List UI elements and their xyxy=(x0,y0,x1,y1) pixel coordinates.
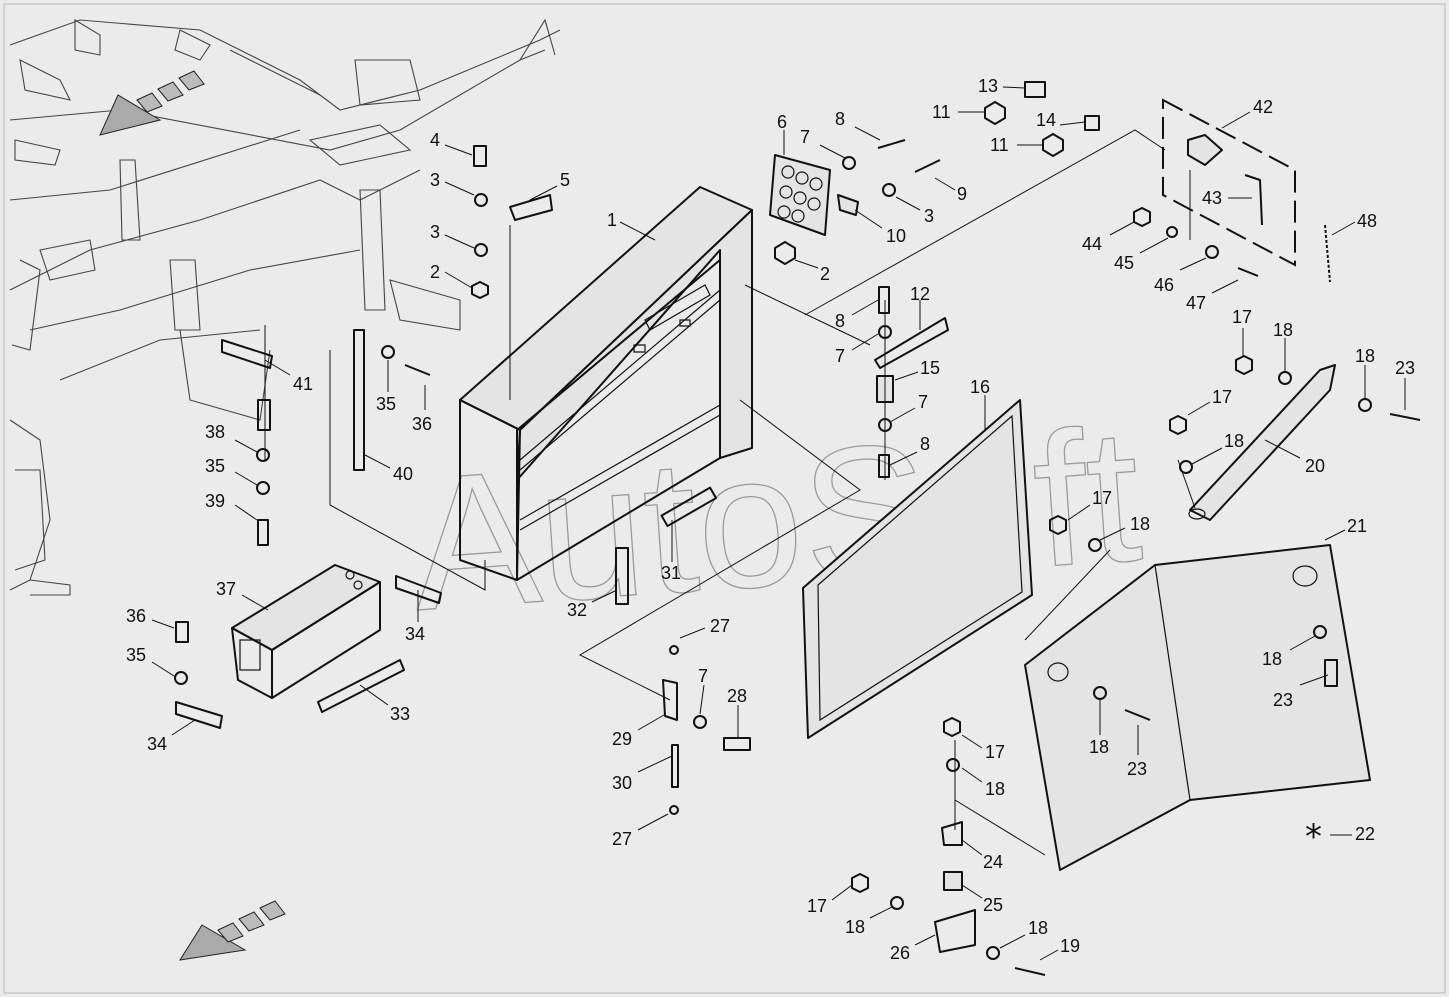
diagram-frame xyxy=(3,3,1446,994)
callout-16: 16 xyxy=(970,377,990,397)
callout-30: 30 xyxy=(612,773,632,793)
callout-23: 23 xyxy=(1395,358,1415,378)
callout-8: 8 xyxy=(835,311,845,331)
battery-box-cover xyxy=(802,399,1033,739)
assembly-guide-lines xyxy=(264,129,1196,856)
callout-20: 20 xyxy=(1305,456,1325,476)
callout-labels: 1 2 2 3 3 3 4 5 6 7 7 7 7 8 8 8 9 10 1 xyxy=(126,76,1415,963)
hardware-fasteners xyxy=(174,81,1421,976)
callout-29: 29 xyxy=(612,729,632,749)
callout-17: 17 xyxy=(1092,488,1112,508)
callout-8: 8 xyxy=(835,109,845,129)
callout-7: 7 xyxy=(800,127,810,147)
callout-3: 3 xyxy=(430,170,440,190)
callout-27: 27 xyxy=(710,616,730,636)
callout-41: 41 xyxy=(293,374,313,394)
callout-7: 7 xyxy=(835,346,845,366)
battery xyxy=(231,564,381,699)
forward-direction-arrow-icon xyxy=(99,70,205,136)
callout-31: 31 xyxy=(661,563,681,583)
callout-18: 18 xyxy=(1273,320,1293,340)
callout-34: 34 xyxy=(405,624,425,644)
callout-43: 43 xyxy=(1202,188,1222,208)
note-asterisk: * xyxy=(1305,817,1322,857)
callout-13: 13 xyxy=(978,76,998,96)
callout-38: 38 xyxy=(205,422,225,442)
callout-8: 8 xyxy=(920,434,930,454)
callout-39: 39 xyxy=(205,491,225,511)
callout-18: 18 xyxy=(1130,514,1150,534)
callout-22: 22 xyxy=(1355,824,1375,844)
callout-9: 9 xyxy=(957,184,967,204)
forward-direction-arrow-icon xyxy=(178,900,286,961)
callout-32: 32 xyxy=(567,600,587,620)
callout-26: 26 xyxy=(890,943,910,963)
sub-assembly-frame xyxy=(1162,98,1296,267)
callout-36: 36 xyxy=(412,414,432,434)
callout-45: 45 xyxy=(1114,253,1134,273)
callout-5: 5 xyxy=(560,170,570,190)
callout-17: 17 xyxy=(807,896,827,916)
callout-48: 48 xyxy=(1357,211,1377,231)
callout-7: 7 xyxy=(698,666,708,686)
grommet-plate xyxy=(769,154,831,236)
callout-11: 11 xyxy=(990,135,1009,155)
callout-3: 3 xyxy=(924,206,934,226)
callout-46: 46 xyxy=(1154,275,1174,295)
callout-17: 17 xyxy=(1232,307,1252,327)
callout-33: 33 xyxy=(390,704,410,724)
callout-4: 4 xyxy=(430,130,440,150)
callout-28: 28 xyxy=(727,686,747,706)
callout-1: 1 xyxy=(607,210,617,230)
callout-18: 18 xyxy=(1028,918,1048,938)
callout-18: 18 xyxy=(1262,649,1282,669)
callout-47: 47 xyxy=(1186,293,1206,313)
callout-10: 10 xyxy=(886,226,906,246)
callout-37: 37 xyxy=(216,579,236,599)
callout-15: 15 xyxy=(920,358,940,378)
side-shield xyxy=(1024,544,1371,871)
callout-18: 18 xyxy=(845,917,865,937)
callout-35: 35 xyxy=(205,456,225,476)
support-bracket xyxy=(1188,364,1336,521)
chassis-frame-background xyxy=(9,18,561,596)
callout-18: 18 xyxy=(1089,737,1109,757)
callout-21: 21 xyxy=(1347,516,1367,536)
callout-17: 17 xyxy=(985,742,1005,762)
callout-24: 24 xyxy=(983,852,1003,872)
callout-34: 34 xyxy=(147,734,167,754)
callout-23: 23 xyxy=(1127,759,1147,779)
callout-27: 27 xyxy=(612,829,632,849)
callout-35: 35 xyxy=(376,394,396,414)
callout-25: 25 xyxy=(983,895,1003,915)
callout-3: 3 xyxy=(430,222,440,242)
callout-17: 17 xyxy=(1212,387,1232,407)
callout-36: 36 xyxy=(126,606,146,626)
callout-2: 2 xyxy=(820,264,830,284)
battery-box-housing xyxy=(459,186,753,581)
callout-42: 42 xyxy=(1253,97,1273,117)
callout-7: 7 xyxy=(918,392,928,412)
callout-18: 18 xyxy=(985,779,1005,799)
callout-35: 35 xyxy=(126,645,146,665)
callout-18: 18 xyxy=(1224,431,1244,451)
callout-18: 18 xyxy=(1355,346,1375,366)
callout-44: 44 xyxy=(1082,234,1102,254)
callout-11: 11 xyxy=(932,102,951,122)
callout-23: 23 xyxy=(1273,690,1293,710)
callout-19: 19 xyxy=(1060,936,1080,956)
callout-12: 12 xyxy=(910,284,930,304)
callout-40: 40 xyxy=(393,464,413,484)
callout-2: 2 xyxy=(430,262,440,282)
callout-14: 14 xyxy=(1036,110,1056,130)
callout-6: 6 xyxy=(777,112,787,132)
